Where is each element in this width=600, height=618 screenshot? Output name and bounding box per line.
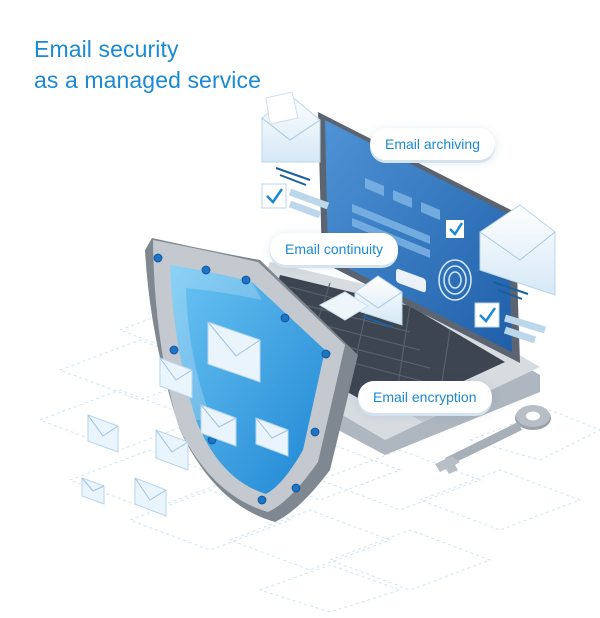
fingerprint-icon bbox=[438, 259, 472, 301]
callout-label: Email continuity bbox=[285, 241, 384, 257]
shield-icon bbox=[145, 238, 358, 522]
envelope-icon bbox=[474, 204, 556, 344]
headline-line-1: Email security bbox=[34, 36, 179, 62]
envelope-icon bbox=[81, 357, 193, 517]
callout-label: Email encryption bbox=[373, 389, 477, 405]
callout-label: Email archiving bbox=[385, 136, 480, 152]
headline-line-2: as a managed service bbox=[34, 67, 262, 93]
callout-email-archiving: Email archiving bbox=[370, 128, 495, 160]
page-title: Email security as a managed service bbox=[34, 34, 261, 96]
checkbox-icon bbox=[446, 220, 464, 238]
key-icon bbox=[435, 405, 551, 474]
envelope-icon bbox=[261, 91, 330, 219]
callout-email-continuity: Email continuity bbox=[270, 233, 399, 265]
envelope-icon bbox=[318, 275, 403, 328]
callout-email-encryption: Email encryption bbox=[358, 381, 492, 413]
